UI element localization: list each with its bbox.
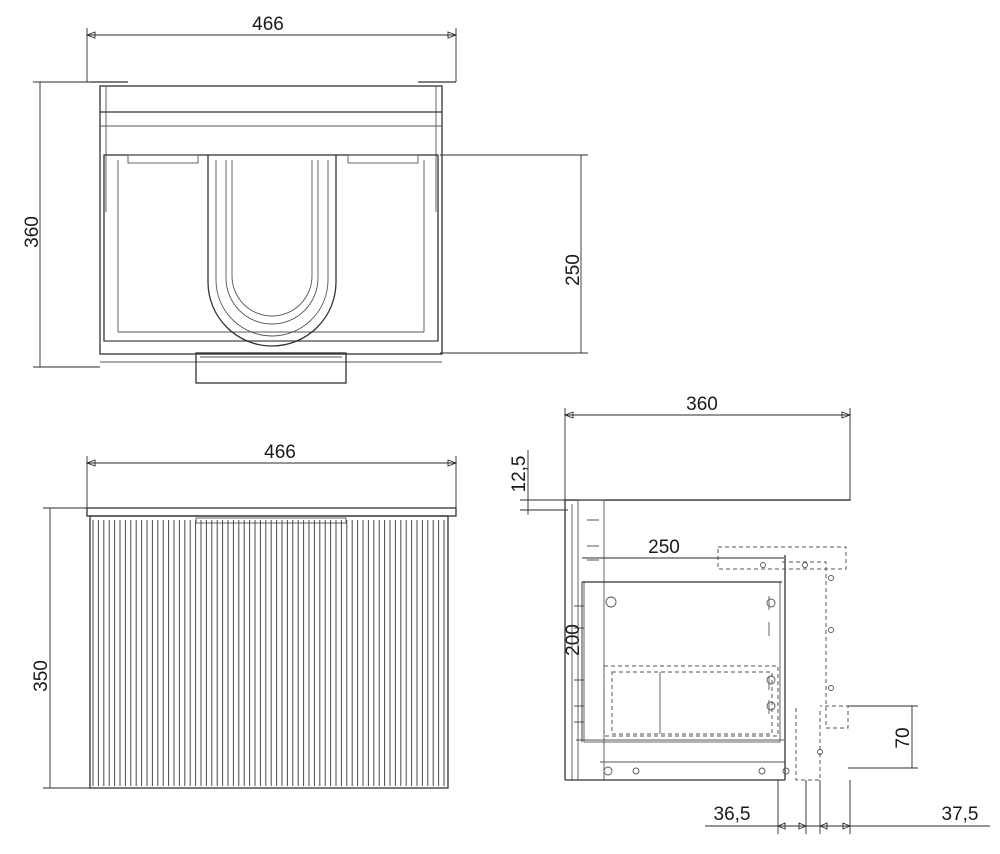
top-view: 466 360 250 [22, 14, 588, 384]
front-height-label: 350 [31, 660, 52, 692]
top-depth-label: 360 [22, 216, 43, 248]
top-cabinet-outline [90, 81, 456, 384]
side-drawer-depth-dimension: 250 [582, 537, 784, 559]
side-top-offset-dimension: 12,5 [509, 450, 568, 515]
side-cabinet-outline [564, 499, 851, 781]
front-height-dimension: 350 [31, 507, 95, 789]
side-depth-label: 360 [686, 394, 718, 415]
top-inner-depth-label: 250 [563, 254, 584, 286]
side-bottom-offset-dimension: 70 [848, 705, 918, 769]
front-view: 466 350 [31, 442, 458, 789]
side-wall-gap-right-label: 37,5 [942, 804, 979, 825]
fluted-front-panel [92, 520, 445, 786]
top-width-dimension: 466 [85, 14, 458, 82]
side-drawer-height-label: 200 [563, 624, 584, 656]
side-top-offset-label: 12,5 [509, 456, 530, 493]
front-width-dimension: 466 [85, 442, 458, 510]
side-drawer-depth-label: 250 [648, 537, 680, 558]
side-drawer-height-dimension: 200 [563, 582, 584, 742]
side-wall-gap-dimensions: 36,5 37,5 [705, 780, 990, 834]
top-inner-depth-dimension: 250 [440, 154, 588, 354]
top-depth-dimension: 360 [22, 81, 100, 368]
side-wall-gap-left-label: 36,5 [714, 804, 751, 825]
front-width-label: 466 [264, 442, 296, 463]
top-width-label: 466 [252, 14, 284, 35]
side-view: 360 12,5 [509, 394, 990, 834]
front-cabinet-outline [86, 507, 457, 789]
side-bottom-offset-label: 70 [893, 727, 914, 748]
side-depth-dimension: 360 [563, 394, 852, 500]
